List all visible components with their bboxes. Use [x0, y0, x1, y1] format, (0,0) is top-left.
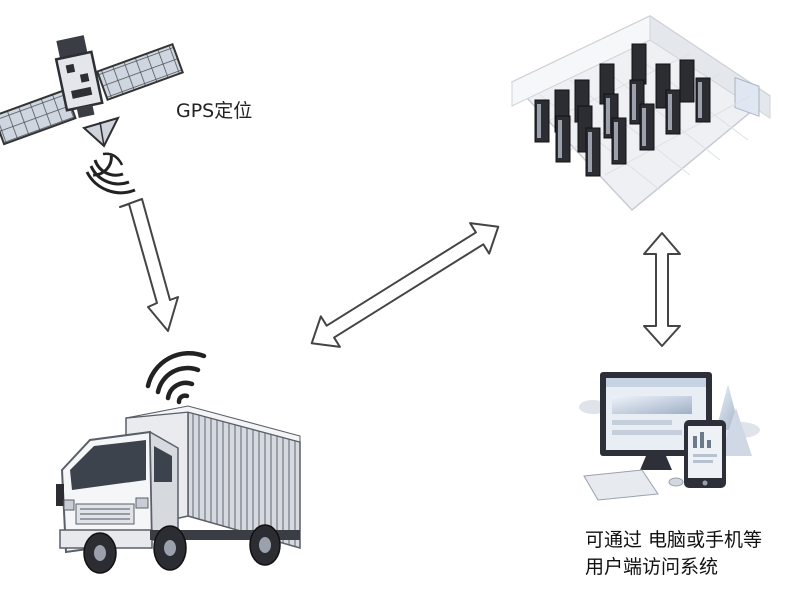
arrow-truck-server — [310, 222, 500, 348]
satellite-icon — [0, 35, 184, 195]
gps-label: GPS定位 — [176, 100, 253, 122]
truck-icon — [56, 405, 301, 574]
arrow-satellite-to-truck — [119, 198, 179, 332]
access-label: 可通过 电脑或手机等 用户端访问系统 — [585, 527, 800, 581]
server-room-icon — [510, 15, 772, 212]
access-label-line2: 用户端访问系统 — [585, 556, 719, 578]
wifi-signal-icon — [145, 350, 207, 405]
access-label-line1: 可通过 电脑或手机等 — [585, 529, 763, 551]
computer-phone-icon — [579, 372, 760, 501]
arrow-server-computer — [643, 232, 681, 347]
